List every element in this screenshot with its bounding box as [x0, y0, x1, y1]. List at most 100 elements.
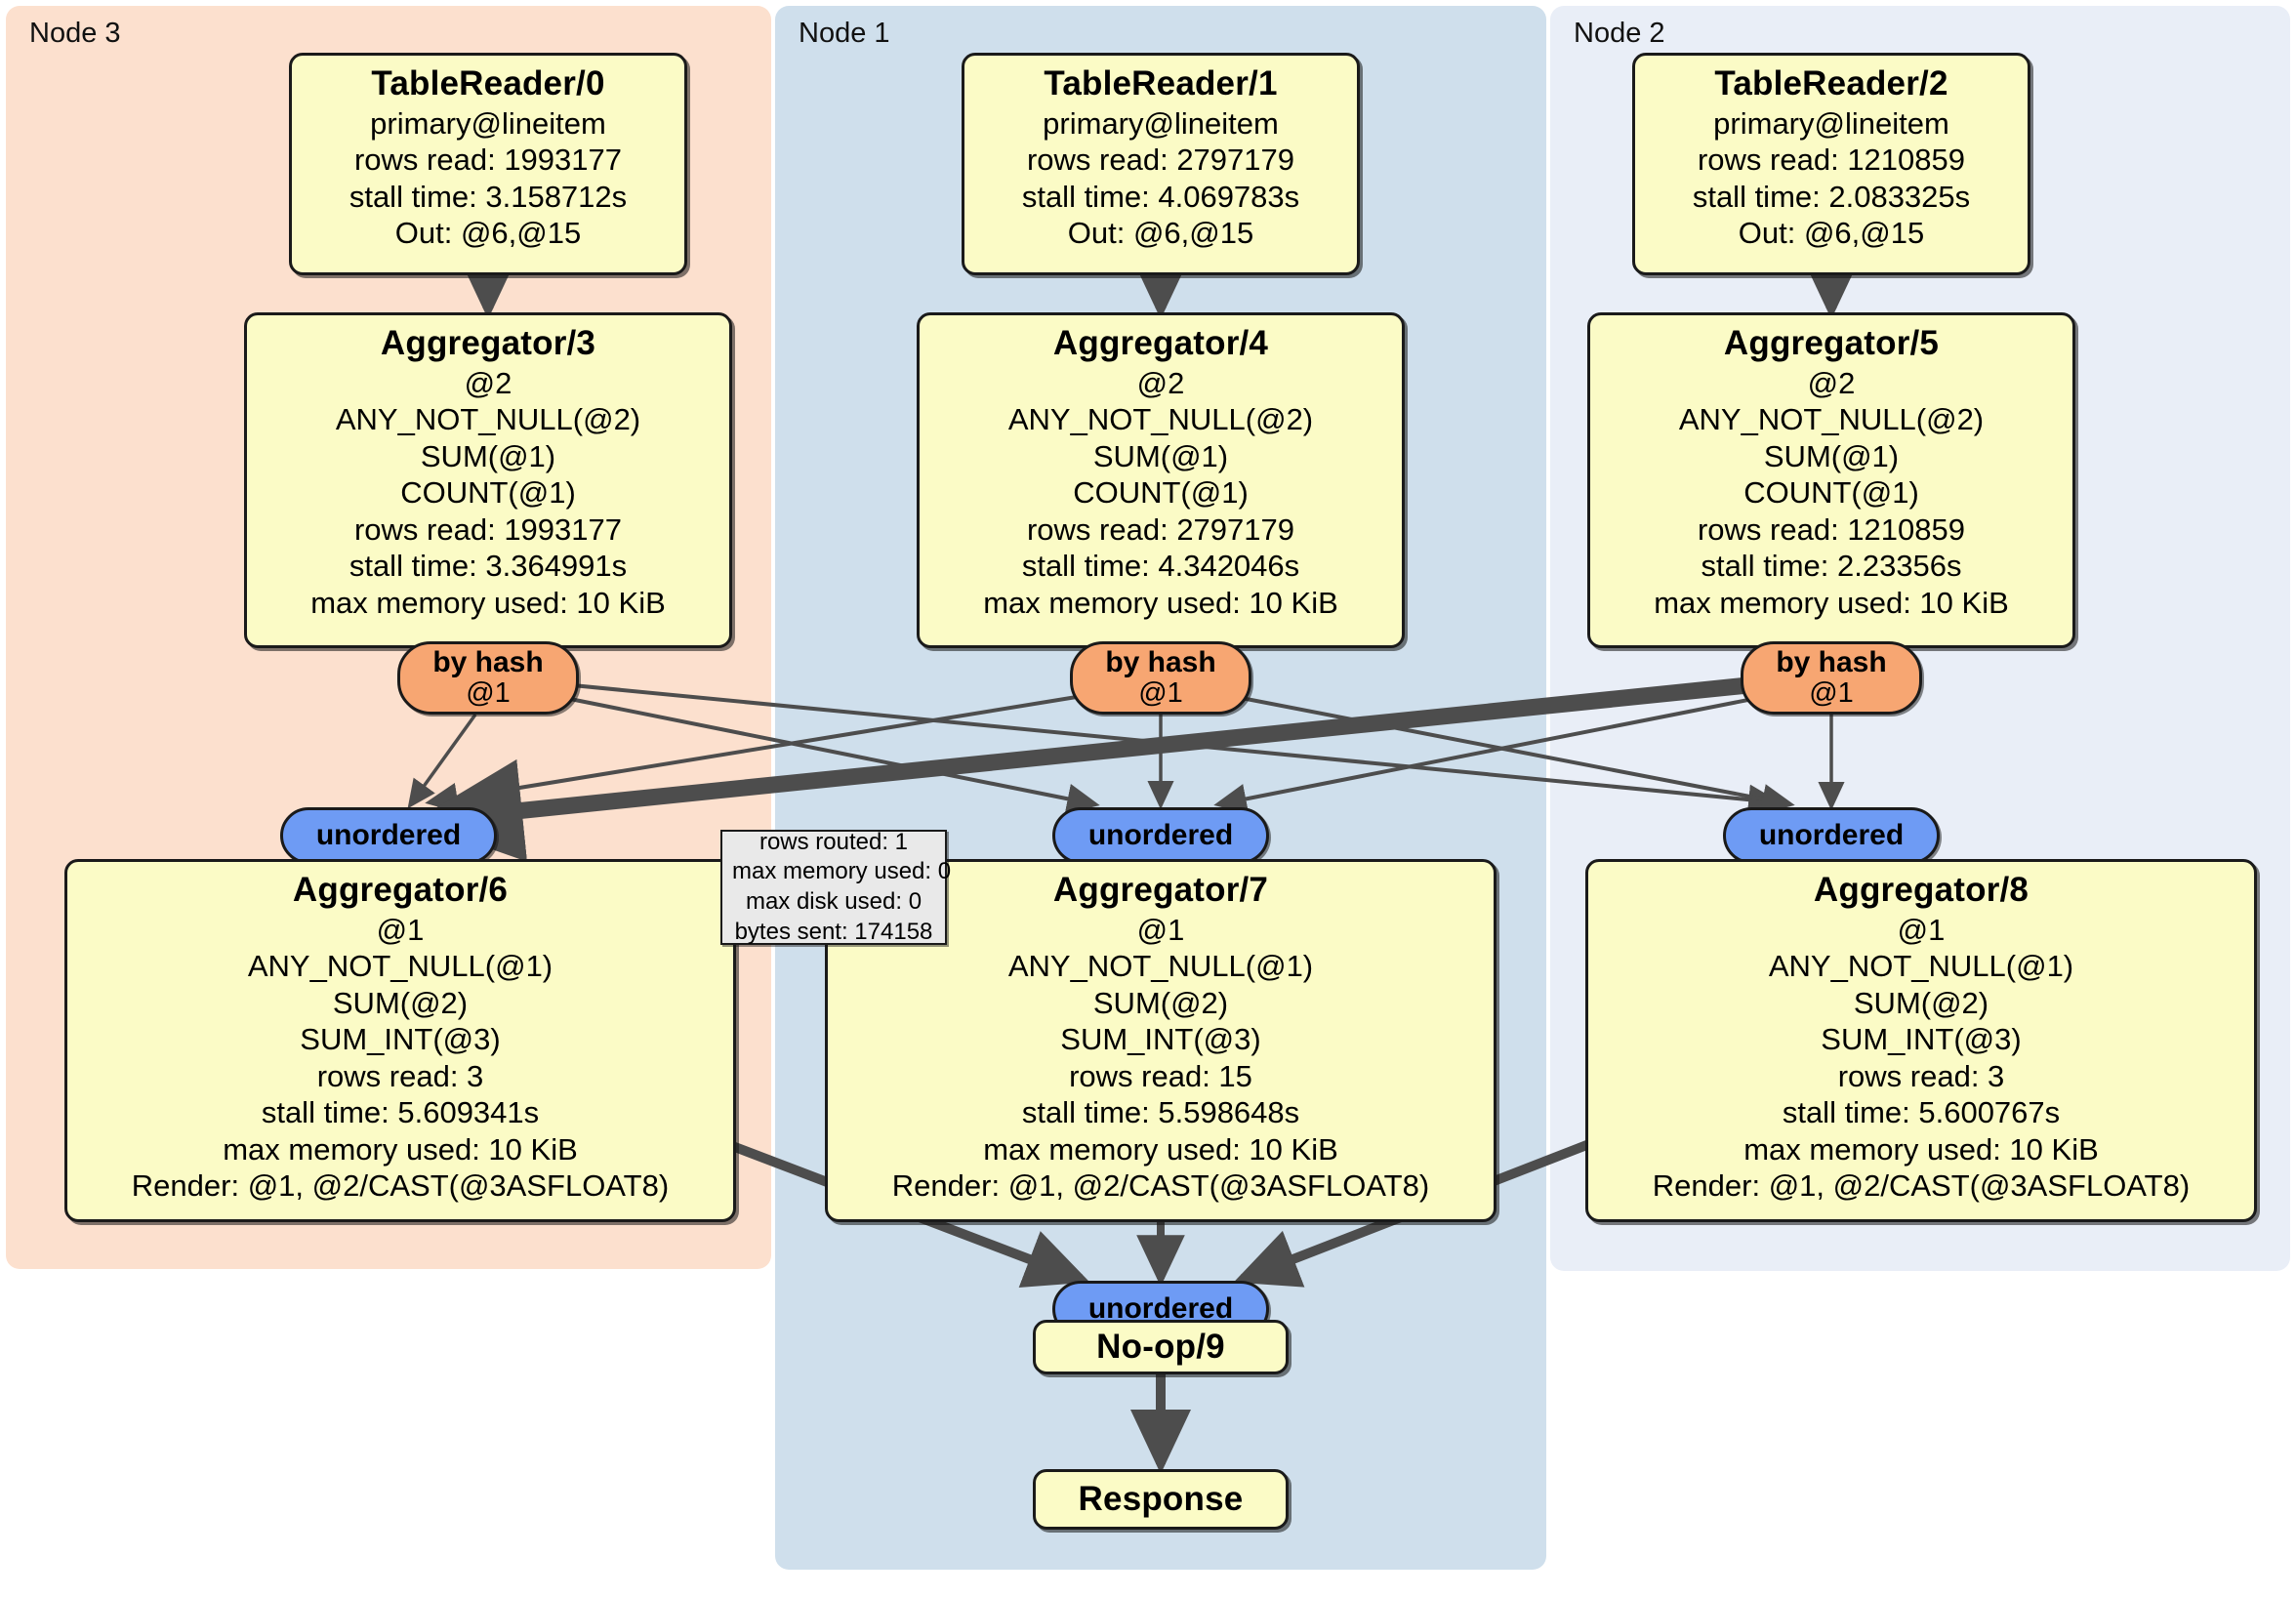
node-detail-line: primary@lineitem	[1043, 105, 1279, 141]
node-detail-line: SUM_INT(@3)	[300, 1022, 501, 1057]
node-detail-line: COUNT(@1)	[1073, 475, 1249, 511]
node-detail-line: ANY_NOT_NULL(@1)	[247, 949, 554, 984]
cluster-label-node-2: Node 2	[1574, 18, 1665, 49]
node-aggregator-3[interactable]: Aggregator/3 @2 ANY_NOT_NULL(@2) SUM(@1)…	[244, 312, 732, 648]
node-detail-line: max memory used: 10 KiB	[1654, 585, 2009, 620]
router-label: by hash	[1105, 645, 1216, 678]
router-unordered-6[interactable]: unordered	[280, 807, 497, 864]
node-detail-line: SUM(@2)	[1853, 985, 1989, 1020]
cluster-label-node-1: Node 1	[799, 18, 890, 49]
node-detail-line: @1	[376, 912, 425, 947]
node-detail-line: max memory used: 10 KiB	[1743, 1131, 2099, 1167]
node-tablereader-1[interactable]: TableReader/1 primary@lineitem rows read…	[962, 53, 1360, 275]
node-detail-line: SUM(@2)	[332, 985, 469, 1020]
router-unordered-8[interactable]: unordered	[1723, 807, 1940, 864]
router-by-hash-4[interactable]: by hash @1	[1070, 641, 1251, 715]
node-detail-line: Render: @1, @2/CAST(@3ASFLOAT8)	[131, 1168, 670, 1204]
node-detail-line: max memory used: 10 KiB	[983, 1131, 1338, 1167]
node-detail-line: Render: @1, @2/CAST(@3ASFLOAT8)	[1652, 1168, 2191, 1204]
node-tablereader-0[interactable]: TableReader/0 primary@lineitem rows read…	[289, 53, 687, 275]
router-sublabel: @1	[1809, 677, 1854, 710]
node-detail-line: rows read: 3	[316, 1058, 484, 1093]
stat-line: max memory used: 0	[732, 858, 952, 885]
node-detail-line: rows read: 1993177	[353, 143, 623, 178]
node-title: TableReader/1	[1044, 64, 1278, 102]
router-by-hash-3[interactable]: by hash @1	[397, 641, 579, 715]
node-detail-line: stall time: 5.609341s	[261, 1095, 540, 1130]
node-detail-line: rows read: 15	[1069, 1058, 1252, 1093]
router-unordered-7[interactable]: unordered	[1052, 807, 1269, 864]
stat-line: max disk used: 0	[745, 888, 922, 915]
node-noop-9[interactable]: No-op/9	[1033, 1320, 1289, 1374]
node-detail-line: Out: @6,@15	[1738, 216, 1925, 251]
node-detail-line: COUNT(@1)	[400, 475, 576, 511]
node-aggregator-4[interactable]: Aggregator/4 @2 ANY_NOT_NULL(@2) SUM(@1)…	[917, 312, 1405, 648]
node-detail-line: ANY_NOT_NULL(@1)	[1768, 949, 2074, 984]
node-tablereader-2[interactable]: TableReader/2 primary@lineitem rows read…	[1632, 53, 2030, 275]
node-title: Aggregator/8	[1813, 871, 2030, 909]
node-detail-line: rows read: 1993177	[353, 512, 623, 547]
node-detail-line: rows read: 1210859	[1697, 143, 1966, 178]
router-label: unordered	[315, 819, 462, 852]
router-sublabel: @1	[466, 677, 511, 710]
node-detail-line: SUM(@1)	[1763, 438, 1900, 473]
stat-line: bytes sent: 174158	[734, 918, 933, 945]
node-detail-line: @2	[464, 365, 512, 400]
node-detail-line: SUM_INT(@3)	[1821, 1022, 2022, 1057]
stat-line: rows routed: 1	[758, 828, 909, 855]
router-label: by hash	[432, 645, 544, 678]
node-title: Aggregator/6	[292, 871, 509, 909]
node-detail-line: ANY_NOT_NULL(@1)	[1007, 949, 1314, 984]
node-title: Response	[1078, 1479, 1244, 1518]
node-detail-line: stall time: 2.083325s	[1692, 179, 1971, 214]
node-detail-line: stall time: 3.364991s	[348, 549, 628, 584]
node-aggregator-6[interactable]: Aggregator/6 @1 ANY_NOT_NULL(@1) SUM(@2)…	[64, 859, 736, 1222]
node-detail-line: SUM(@1)	[1092, 438, 1229, 473]
node-detail-line: stall time: 5.600767s	[1782, 1095, 2061, 1130]
node-detail-line: rows read: 1210859	[1697, 512, 1966, 547]
node-title: TableReader/2	[1714, 64, 1948, 102]
node-detail-line: stall time: 2.23356s	[1701, 549, 1962, 584]
node-detail-line: ANY_NOT_NULL(@2)	[1678, 402, 1985, 437]
node-detail-line: SUM_INT(@3)	[1060, 1022, 1261, 1057]
node-detail-line: stall time: 3.158712s	[348, 179, 628, 214]
node-detail-line: @2	[1807, 365, 1856, 400]
node-detail-line: rows read: 2797179	[1026, 143, 1295, 178]
node-response[interactable]: Response	[1033, 1469, 1289, 1530]
router-by-hash-5[interactable]: by hash @1	[1741, 641, 1922, 715]
node-title: Aggregator/3	[380, 324, 596, 362]
router-label: unordered	[1087, 819, 1234, 852]
node-detail-line: SUM(@2)	[1092, 985, 1229, 1020]
node-detail-line: stall time: 4.069783s	[1021, 179, 1300, 214]
node-detail-line: max memory used: 10 KiB	[310, 585, 666, 620]
node-title: Aggregator/4	[1052, 324, 1269, 362]
router-label: unordered	[1087, 1292, 1234, 1326]
router-sublabel: @1	[1138, 677, 1183, 710]
router-label: by hash	[1776, 645, 1887, 678]
node-detail-line: rows read: 3	[1837, 1058, 2005, 1093]
node-detail-line: SUM(@1)	[420, 438, 556, 473]
node-detail-line: Out: @6,@15	[394, 216, 582, 251]
node-title: No-op/9	[1096, 1327, 1225, 1366]
node-detail-line: max memory used: 10 KiB	[223, 1131, 578, 1167]
node-detail-line: Render: @1, @2/CAST(@3ASFLOAT8)	[891, 1168, 1430, 1204]
node-detail-line: Out: @6,@15	[1067, 216, 1254, 251]
node-aggregator-8[interactable]: Aggregator/8 @1 ANY_NOT_NULL(@1) SUM(@2)…	[1585, 859, 2257, 1222]
node-detail-line: ANY_NOT_NULL(@2)	[1007, 402, 1314, 437]
node-title: TableReader/0	[371, 64, 605, 102]
node-detail-line: @1	[1897, 912, 1946, 947]
router-stats-box: rows routed: 1 max memory used: 0 max di…	[720, 828, 952, 945]
node-detail-line: primary@lineitem	[370, 105, 606, 141]
node-detail-line: primary@lineitem	[1713, 105, 1949, 141]
node-detail-line: @2	[1136, 365, 1185, 400]
node-detail-line: @1	[1136, 912, 1185, 947]
node-detail-line: stall time: 4.342046s	[1021, 549, 1300, 584]
node-title: Aggregator/5	[1723, 324, 1940, 362]
router-label: unordered	[1758, 819, 1905, 852]
node-aggregator-5[interactable]: Aggregator/5 @2 ANY_NOT_NULL(@2) SUM(@1)…	[1587, 312, 2075, 648]
node-detail-line: rows read: 2797179	[1026, 512, 1295, 547]
node-title: Aggregator/7	[1052, 871, 1269, 909]
node-detail-line: stall time: 5.598648s	[1021, 1095, 1300, 1130]
node-detail-line: max memory used: 10 KiB	[983, 585, 1338, 620]
